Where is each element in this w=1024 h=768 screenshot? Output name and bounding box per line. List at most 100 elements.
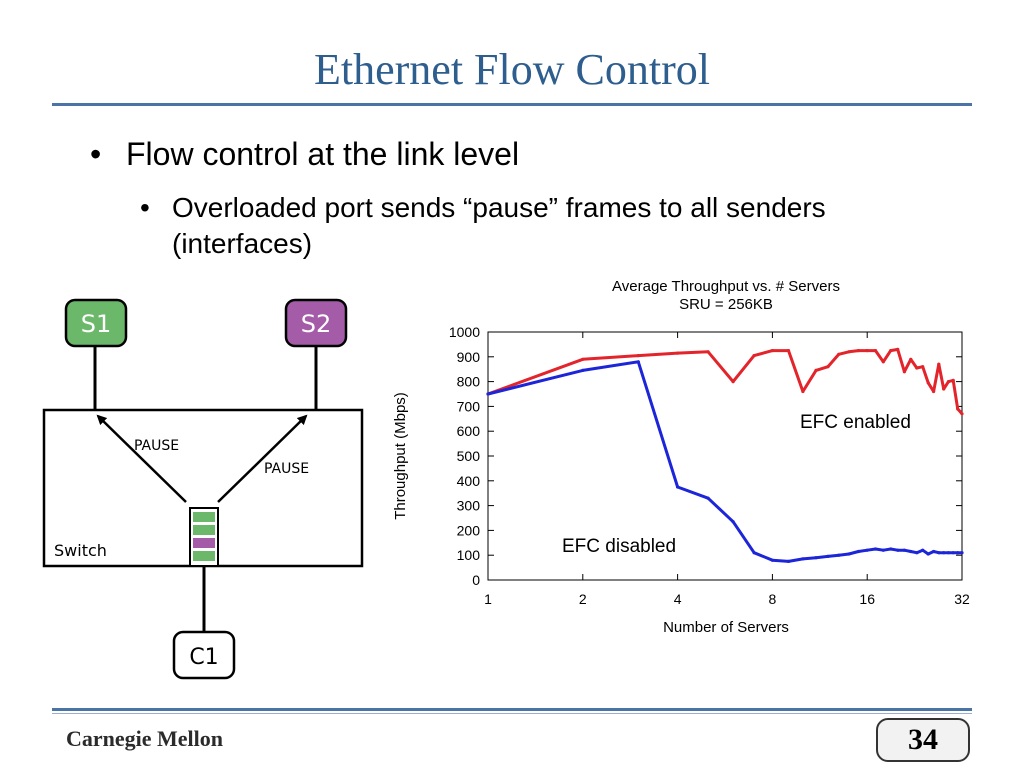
series-1-point: [909, 549, 913, 554]
series-1-point: [826, 554, 830, 559]
x-tick-label-32: 32: [954, 591, 970, 607]
y-tick-label-0: 0: [472, 572, 480, 588]
queue-slot-2: [193, 525, 215, 535]
y-tick-label-1000: 1000: [449, 324, 480, 340]
x-tick-label-2: 2: [579, 591, 587, 607]
series-1-point: [946, 551, 951, 555]
series-1-point: [731, 520, 735, 524]
series-0-point: [752, 354, 756, 358]
bullet-text: Flow control at the link level: [126, 136, 520, 172]
series-0-point: [706, 350, 710, 354]
series-1-point: [801, 557, 805, 561]
series-0-point: [801, 389, 805, 394]
series-0-point: [865, 349, 869, 353]
x-tick-label-8: 8: [769, 591, 777, 607]
series-0-point: [946, 380, 951, 384]
series-1-point: [676, 485, 680, 489]
series-1-point: [926, 552, 930, 556]
series-0-point: [926, 381, 930, 385]
y-tick-label-400: 400: [457, 473, 481, 489]
x-tick-label-4: 4: [674, 591, 682, 607]
series-0-point: [896, 347, 900, 351]
series-1-point: [881, 548, 885, 552]
series-0-point: [837, 352, 841, 356]
series-1-point: [956, 551, 960, 555]
series-0-point: [960, 412, 964, 416]
series-1-point: [942, 551, 946, 555]
series-1-point: [889, 547, 893, 551]
footer-rule: [52, 708, 972, 711]
x-axis-label: Number of Servers: [663, 619, 789, 636]
y-tick-label-900: 900: [457, 349, 481, 365]
series-1-point: [770, 558, 775, 562]
series-1-point: [581, 368, 585, 372]
series-1-point: [856, 549, 861, 554]
series-0-point: [932, 389, 936, 394]
y-tick-label-700: 700: [457, 398, 481, 414]
server-s1: [64, 298, 128, 348]
series-0-point: [636, 354, 640, 358]
client-c1: [172, 630, 236, 680]
legend-efc-disabled: EFC disabled: [562, 536, 676, 557]
series-0-point: [814, 368, 818, 372]
y-tick-label-800: 800: [457, 374, 481, 390]
series-1-point: [896, 548, 900, 552]
series-0-point: [873, 349, 878, 353]
title-underline: [52, 103, 972, 106]
series-0-point: [902, 370, 907, 374]
series-line-0: [487, 347, 964, 415]
series-1-point: [786, 559, 791, 564]
series-0-point: [942, 387, 946, 391]
pause-label-left: PAUSE: [134, 438, 179, 454]
series-1-point: [932, 549, 936, 554]
sub-bullet-text: Overloaded port sends “pause” frames to …: [172, 192, 826, 259]
series-0-point: [826, 365, 830, 369]
series-1-point: [951, 551, 955, 555]
series-0-point: [956, 407, 960, 411]
page-number: 34: [876, 718, 970, 762]
footer-rule-thin: [52, 713, 972, 714]
bullet-marker: •: [90, 136, 102, 172]
series-1-point: [915, 551, 919, 555]
series-0-point: [937, 362, 941, 366]
switch-label: Switch: [54, 541, 107, 560]
series-1-point: [814, 556, 818, 560]
series-0-point: [676, 351, 680, 355]
series-1-point: [847, 552, 851, 556]
sub-bullet-marker: •: [140, 192, 150, 223]
footer-institution: Carnegie Mellon: [66, 726, 224, 751]
y-axis-label: Throughput (Mbps): [392, 392, 409, 520]
series-1-point: [486, 392, 490, 396]
series-1-point: [873, 547, 878, 551]
slide-title: Ethernet Flow Control: [314, 45, 710, 94]
series-line-1: [487, 360, 962, 563]
series-0-point: [581, 357, 585, 361]
chart-subtitle: SRU = 256KB: [679, 296, 773, 313]
series-0-point: [921, 365, 925, 369]
pause-arrow-left: [96, 414, 187, 503]
y-tick-label-300: 300: [457, 498, 481, 514]
series-1-point: [960, 551, 964, 555]
series-0-point: [915, 366, 919, 370]
server-s2-label: S2: [301, 310, 332, 338]
series-0-point: [786, 349, 791, 353]
series-0-point: [889, 349, 893, 353]
server-s2: [284, 298, 348, 348]
y-tick-label-500: 500: [457, 448, 481, 464]
series-0-point: [881, 360, 885, 364]
queue-slot-1: [193, 512, 215, 522]
legend-efc-enabled: EFC enabled: [800, 412, 911, 433]
series-1-point: [865, 548, 869, 552]
series-0-point: [856, 349, 861, 353]
series-1-point: [937, 551, 941, 555]
series-1-point: [902, 548, 907, 552]
y-tick-label-200: 200: [457, 522, 481, 538]
queue-slot-4: [193, 551, 215, 561]
queue-slot-3: [193, 538, 215, 548]
client-c1-label: C1: [189, 645, 218, 670]
series-layer: [486, 347, 964, 564]
series-0-point: [909, 357, 913, 361]
